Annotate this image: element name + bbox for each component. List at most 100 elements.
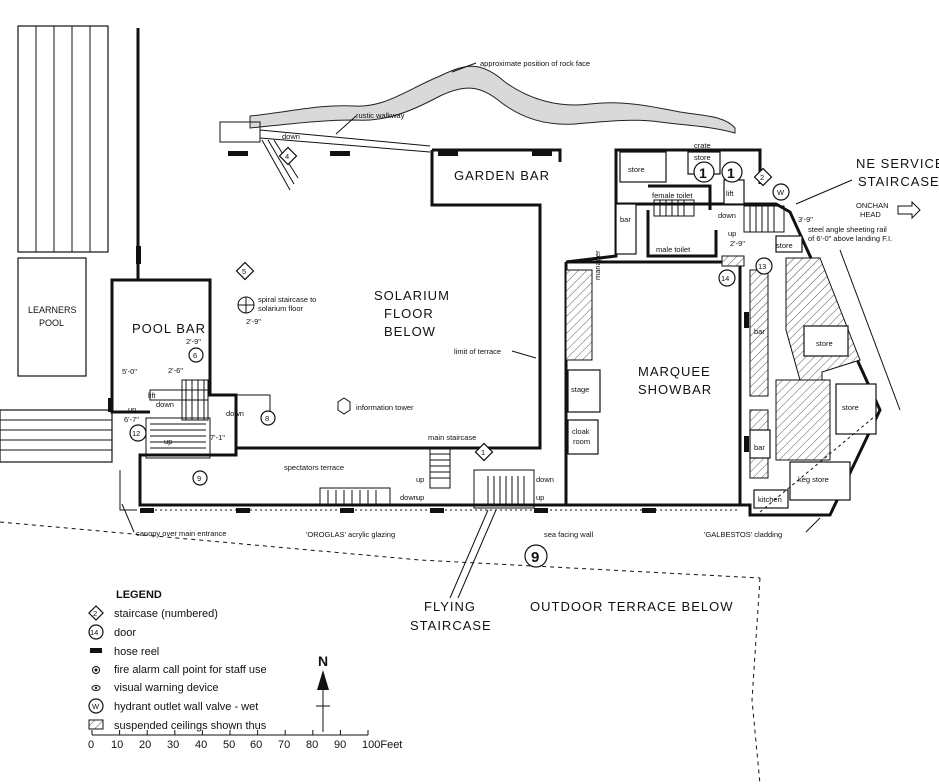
dim-2-9b: 2'-9" [730, 239, 745, 248]
store-label-5: store [842, 403, 859, 412]
down-label-pool-2: down [226, 409, 244, 418]
door-8-label: 8 [265, 414, 269, 423]
door-13-label: 13 [758, 262, 766, 271]
main-staircase-label: main staircase [428, 433, 476, 442]
down-label-ne: down [718, 211, 736, 220]
bar-label-3: bar [754, 443, 765, 452]
dim-5-0: 5'-0" [122, 367, 137, 376]
legend: LEGEND 2 staircase (numbered) 14 door ho… [88, 589, 267, 732]
big-1b-label: 1 [727, 165, 735, 181]
store-label-1: store [628, 165, 645, 174]
scale-tick-40: 40 [195, 739, 207, 751]
stage-label: stage [571, 385, 589, 394]
legend-item-2: door [114, 627, 136, 639]
hydrant-marker-label: W [777, 188, 785, 197]
stair-2-label: 2 [760, 173, 764, 182]
legend-item-7: suspended ceilings shown thus [114, 720, 267, 732]
onchan-label-2: HEAD [860, 210, 881, 219]
flying-label-1: FLYING [424, 599, 476, 614]
down-label-pool: down [156, 400, 174, 409]
learners-pool-label-1: LEARNERS [28, 305, 77, 315]
legend-sample-stair: 2 [93, 609, 97, 618]
door-12-label: 12 [132, 429, 140, 438]
store-label-4: store [816, 339, 833, 348]
scale-tick-100: 100Feet [362, 739, 402, 751]
solarium-label-2: FLOOR [384, 306, 434, 321]
dim-2-9: 2'-9" [246, 317, 261, 326]
up-label-pool: up [128, 405, 136, 414]
staircase-markers: 4 5 1 2 [235, 146, 773, 462]
info-tower-label: information tower [356, 403, 414, 412]
scale-tick-90: 90 [334, 739, 346, 751]
dim-2-6: 2'-6" [168, 366, 183, 375]
bar-label-ne: bar [620, 215, 631, 224]
north-arrow: N [316, 653, 330, 732]
store-label-3: store [776, 241, 793, 250]
big-9-label: 9 [531, 549, 539, 566]
rock-face-label: approximate position of rock face [480, 59, 590, 68]
spiral-label-1: spiral staircase to [258, 295, 316, 304]
dim-3-9: 3'-9" [798, 215, 813, 224]
ne-service-label-2: STAIRCASE [858, 174, 939, 189]
door-6-label: 6 [193, 351, 197, 360]
manager-label: manager [593, 250, 602, 280]
bar-label-2: bar [754, 327, 765, 336]
flying-label-2: STAIRCASE [410, 618, 492, 633]
crate-label: crate [694, 141, 711, 150]
up-label-ne: up [728, 229, 736, 238]
scale-tick-80: 80 [306, 739, 318, 751]
down-label-spect: down [400, 493, 418, 502]
steel-rail-label-2: of 6'-0" above landing F.I. [808, 234, 892, 243]
dim-6-7: 6'-7" [124, 415, 139, 424]
north-label: N [318, 653, 328, 669]
legend-item-1: staircase (numbered) [114, 608, 218, 620]
stair-1-label: 1 [481, 448, 485, 457]
stair-5-label: 5 [242, 267, 246, 276]
stairs [145, 121, 785, 509]
limit-terrace-label: limit of terrace [454, 347, 501, 356]
down-label-main: down [536, 475, 554, 484]
door-9-label: 9 [197, 474, 201, 483]
marquee-label-1: MARQUEE [638, 364, 711, 379]
info-tower-icon [337, 397, 351, 415]
legend-sample-door: 14 [90, 628, 98, 637]
rock-face [249, 65, 736, 134]
up-label-pool-2: up [164, 437, 172, 446]
legend-title: LEGEND [116, 589, 162, 601]
lift-label-ne: lift [726, 189, 734, 198]
solarium-label-3: BELOW [384, 324, 436, 339]
rooms [567, 151, 877, 509]
cloak-label-1: cloak [572, 427, 590, 436]
stair-4-label: 4 [285, 152, 289, 161]
scale-tick-0: 0 [88, 739, 94, 751]
scale-tick-70: 70 [278, 739, 290, 751]
canopy-label: canopy over main entrance [136, 529, 226, 538]
ne-service-label-1: NE SERVICE [856, 156, 939, 171]
female-toilet-label: female toilet [652, 191, 693, 200]
cloak-label-2: room [573, 437, 590, 446]
scale-tick-50: 50 [223, 739, 235, 751]
hose-reels [108, 151, 749, 513]
garden-bar-label: GARDEN BAR [454, 168, 550, 183]
steel-rail-label-1: steel angle sheeting rail [808, 225, 887, 234]
oroglas-label: 'OROGLAS' acrylic glazing [306, 530, 395, 539]
pool-bar-label: POOL BAR [132, 321, 206, 336]
legend-item-3: hose reel [114, 646, 159, 658]
learners-pool-label-2: POOL [39, 318, 64, 328]
sea-wall-label: sea facing wall [544, 530, 594, 539]
door-markers: 6 8 9 12 13 14 1 1 9 W [129, 161, 790, 568]
scale-tick-20: 20 [139, 739, 151, 751]
scale-tick-10: 10 [111, 739, 123, 751]
spiral-label-2: solarium floor [258, 304, 304, 313]
lift-label-pool: lift [148, 391, 156, 400]
suspended-ceilings [565, 255, 861, 479]
door-14-label: 14 [721, 274, 729, 283]
scale-bar [91, 730, 369, 736]
scale-tick-30: 30 [167, 739, 179, 751]
kitchen-label: kitchen [758, 495, 782, 504]
walkway-down-label: down [282, 132, 300, 141]
up-label-main-3: up [536, 493, 544, 502]
legend-item-5: visual warning device [114, 682, 219, 694]
learners-pool-block [0, 25, 113, 463]
